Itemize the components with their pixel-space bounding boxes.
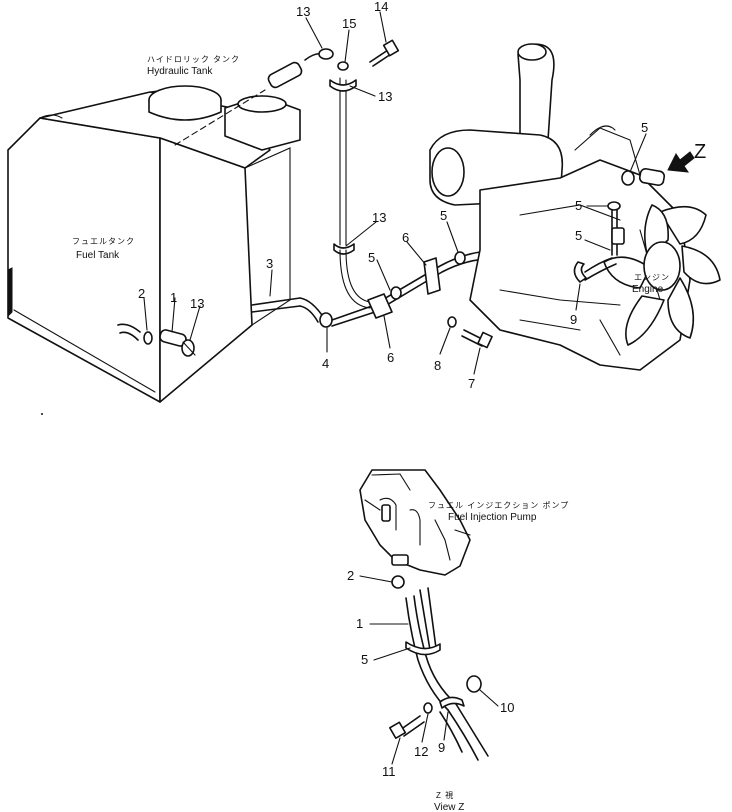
fuel-tank-label: Fuel Tank: [76, 250, 120, 261]
callout-leaders-bottom: [359, 575, 499, 765]
callout-7: 7: [468, 376, 475, 391]
fuel-tank-drawing: [7, 85, 301, 403]
view-z-pipe: [389, 575, 489, 761]
hydraulic-tank-label: Hydraulic Tank: [147, 66, 213, 77]
callout-5-a: 5: [368, 250, 375, 265]
fuel-injection-pump-label: Fuel Injection Pump: [448, 512, 537, 523]
callout-12: 12: [414, 744, 428, 759]
callout-4: 4: [322, 356, 329, 371]
callout-13-c: 13: [372, 210, 386, 225]
callout-2-b: 2: [347, 568, 354, 583]
fuel-tank-outlet-parts: [117, 323, 196, 357]
view-z-arrow-label: Z: [694, 141, 706, 163]
callout-6-a: 6: [402, 230, 409, 245]
engine-label: Engine: [632, 284, 664, 295]
callout-5-f: 5: [361, 652, 368, 667]
fuel-injection-pump-drawing: [359, 469, 471, 576]
callout-8: 8: [434, 358, 441, 373]
view-z-arrow: Z: [667, 141, 706, 173]
callout-15: 15: [342, 16, 356, 31]
callout-2-a: 2: [138, 286, 145, 301]
engine-label-jp: エンジン: [634, 273, 670, 282]
callout-leaders-top: [143, 11, 647, 375]
callout-5-d: 5: [575, 198, 582, 213]
return-pipe: [267, 39, 400, 309]
callout-5-e: 5: [575, 228, 582, 243]
hydraulic-tank-label-jp: ハイドロリック タンク: [147, 55, 240, 64]
callout-11: 11: [382, 764, 396, 779]
callout-1-a: 1: [170, 290, 177, 305]
callout-1-b: 1: [356, 616, 363, 631]
callout-13-a: 13: [296, 4, 310, 19]
callout-9-b: 9: [438, 740, 445, 755]
callout-3: 3: [266, 256, 273, 271]
engine-drawing: [429, 43, 721, 371]
callout-5-b: 5: [440, 208, 447, 223]
callout-14: 14: [374, 0, 388, 14]
callout-10: 10: [500, 700, 514, 715]
fuel-tank-label-jp: フュエルタンク: [72, 237, 135, 246]
view-z-caption-jp: Z 視: [436, 791, 454, 800]
callout-6-b: 6: [387, 350, 394, 365]
fuel-injection-pump-label-jp: フュエル インジエクション ポンプ: [428, 501, 569, 510]
callout-13-d: 13: [190, 296, 204, 311]
callout-9-a: 9: [570, 312, 577, 327]
callout-13-b: 13: [378, 89, 392, 104]
callout-5-c: 5: [641, 120, 648, 135]
view-z-caption: View Z: [434, 802, 464, 812]
